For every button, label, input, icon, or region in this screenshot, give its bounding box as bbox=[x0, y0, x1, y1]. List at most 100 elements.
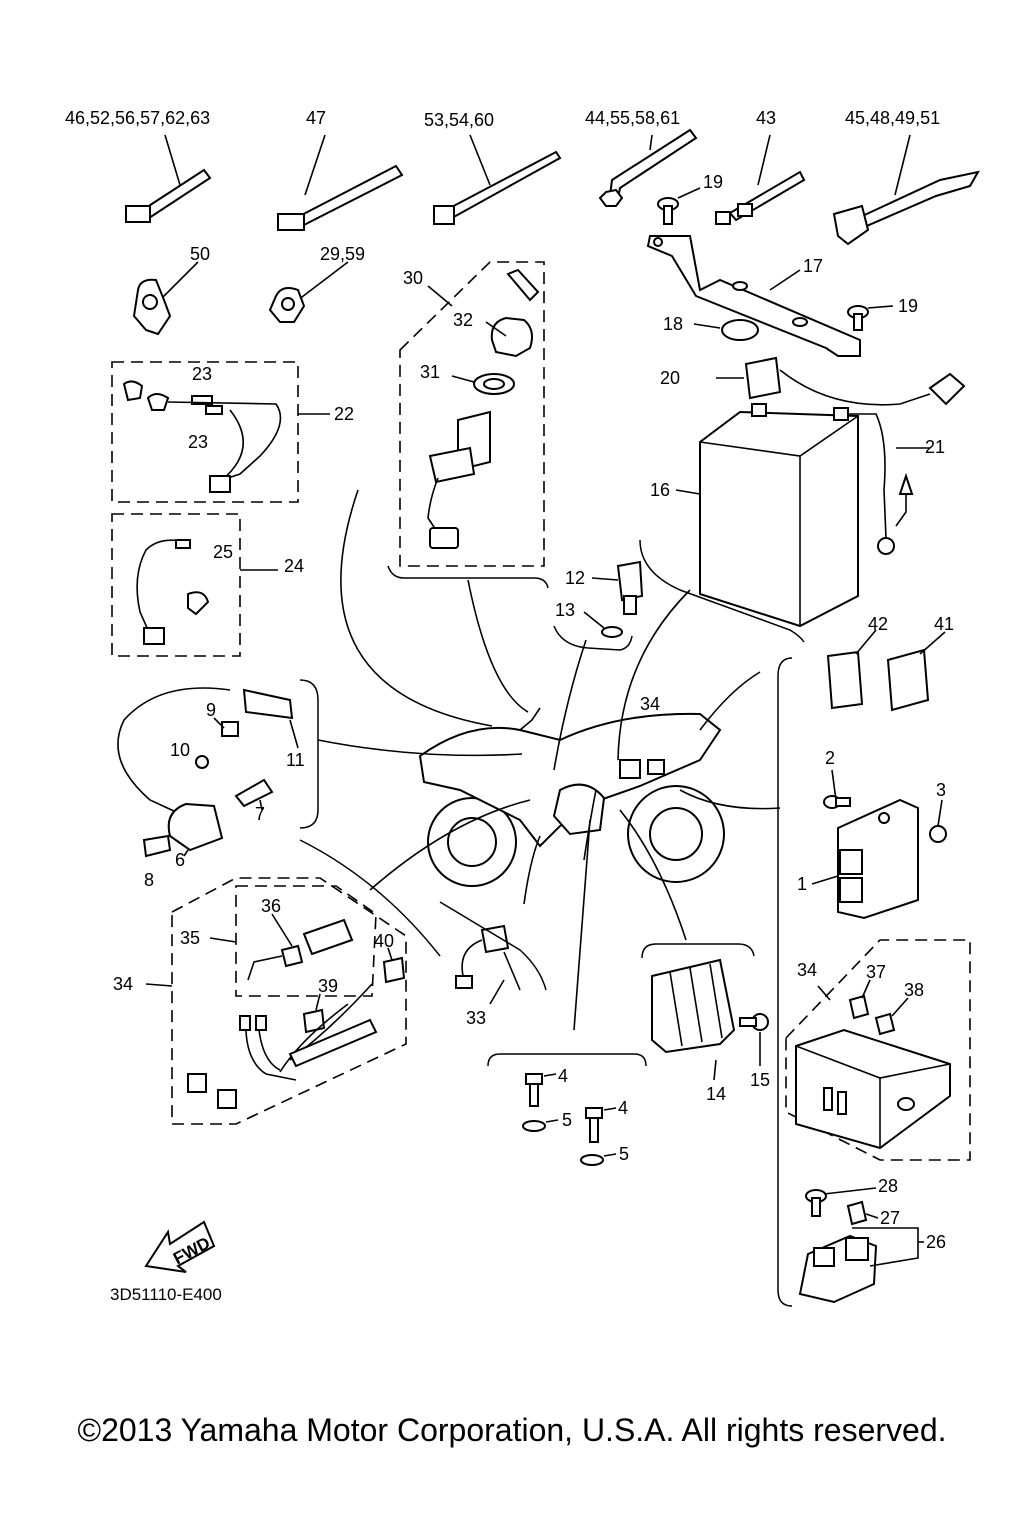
harness-34-wires bbox=[187, 983, 378, 1109]
callout-19b: 19 bbox=[898, 296, 918, 316]
callout-25: 25 bbox=[213, 542, 233, 562]
callout-33: 33 bbox=[466, 1008, 486, 1028]
bolt-15 bbox=[739, 1013, 769, 1066]
callout-30: 30 bbox=[403, 268, 423, 288]
cable-tie-43-group bbox=[715, 134, 806, 225]
starter-relay-26 bbox=[798, 1227, 924, 1304]
clamp-29 bbox=[268, 261, 349, 323]
brace-harness bbox=[299, 839, 441, 957]
callout-45: 45,48,49,51 bbox=[845, 108, 940, 128]
battery-bracket-17 bbox=[646, 235, 861, 357]
washer-10 bbox=[195, 755, 209, 769]
clamp-band-45-group bbox=[832, 134, 980, 246]
main-switch-key bbox=[485, 268, 540, 358]
callout-47: 47 bbox=[306, 108, 326, 128]
callout-46: 46,52,56,57,62,63 bbox=[65, 108, 210, 128]
callout-35: 35 bbox=[180, 928, 200, 948]
callout-9: 9 bbox=[206, 700, 216, 720]
callout-29: 29,59 bbox=[320, 244, 365, 264]
callout-26: 26 bbox=[926, 1232, 946, 1252]
atv-vehicle bbox=[418, 707, 725, 887]
callout-44: 44,55,58,61 bbox=[585, 108, 680, 128]
ignition-coil-6 bbox=[167, 802, 224, 857]
sub-harness-22 bbox=[122, 380, 330, 493]
callout-23a: 23 bbox=[192, 364, 212, 384]
callout-23b: 23 bbox=[188, 432, 208, 452]
positive-cable-20 bbox=[716, 356, 966, 406]
sensor-12 bbox=[591, 560, 644, 615]
diagram-code: 3D51110-E400 bbox=[110, 1285, 222, 1304]
copyright-notice: ©2013 Yamaha Motor Corporation, U.S.A. A… bbox=[77, 1412, 947, 1448]
bolt-19-upper bbox=[657, 187, 701, 225]
callout-11: 11 bbox=[286, 750, 305, 770]
cable-tie-47-group bbox=[277, 134, 404, 231]
callout-36: 36 bbox=[261, 896, 281, 916]
brace-33 bbox=[439, 901, 547, 991]
brace-13 bbox=[553, 625, 633, 651]
callout-22: 22 bbox=[334, 404, 354, 424]
brace-4-5 bbox=[487, 1053, 647, 1067]
relay-42 bbox=[826, 629, 877, 710]
bolt-4-right bbox=[585, 1107, 617, 1143]
bolt-9 bbox=[213, 717, 239, 737]
callout-6: 6 bbox=[175, 850, 185, 870]
bolt-28 bbox=[805, 1187, 877, 1217]
callout-43: 43 bbox=[756, 108, 776, 128]
sub-harness-24-box bbox=[111, 513, 241, 657]
washer-13 bbox=[583, 611, 623, 638]
switch-nut bbox=[451, 373, 515, 395]
brace-14 bbox=[641, 943, 755, 959]
connector-39 bbox=[302, 993, 326, 1034]
callout-16: 16 bbox=[650, 480, 670, 500]
callout-1: 1 bbox=[797, 874, 807, 894]
fuse-38 bbox=[874, 997, 909, 1036]
callout-7: 7 bbox=[255, 804, 265, 824]
callout-31: 31 bbox=[420, 362, 440, 382]
harness-35-box bbox=[235, 885, 377, 997]
damper-18 bbox=[693, 319, 759, 341]
leader-lines bbox=[317, 489, 781, 1031]
cable-tie-53-group bbox=[433, 134, 562, 225]
callout-27: 27 bbox=[880, 1208, 900, 1228]
callout-14: 14 bbox=[706, 1084, 726, 1104]
callout-2: 2 bbox=[825, 748, 835, 768]
washer-5-right bbox=[580, 1154, 604, 1166]
callout-18: 18 bbox=[663, 314, 683, 334]
callout-20: 20 bbox=[660, 368, 680, 388]
callout-21: 21 bbox=[925, 437, 945, 457]
callout-32: 32 bbox=[453, 310, 473, 330]
clamp-50 bbox=[132, 261, 199, 336]
cable-tie-46-group bbox=[125, 134, 212, 223]
bolt-4-left bbox=[525, 1073, 557, 1107]
rectifier-14 bbox=[651, 958, 736, 1081]
callout-10: 10 bbox=[170, 740, 190, 760]
callout-53: 53,54,60 bbox=[424, 110, 494, 130]
washer-5-left bbox=[522, 1120, 546, 1132]
main-switch-dashed-box bbox=[399, 261, 545, 567]
fuse-box-body bbox=[795, 1028, 951, 1150]
fuse-box-34-box bbox=[785, 939, 971, 1161]
callout-8: 8 bbox=[144, 870, 154, 890]
callout-37: 37 bbox=[866, 962, 886, 982]
callout-3: 3 bbox=[936, 780, 946, 800]
connector-36 bbox=[247, 913, 354, 981]
right-group-brace bbox=[777, 657, 793, 1307]
plug-cap-11 bbox=[242, 688, 299, 749]
callout-40: 40 bbox=[374, 931, 394, 951]
callout-5b: 5 bbox=[619, 1144, 629, 1164]
callout-19a: 19 bbox=[703, 172, 723, 192]
relay-41 bbox=[886, 631, 946, 712]
fwd-arrow-icon: FWD bbox=[144, 1220, 216, 1273]
callout-24: 24 bbox=[284, 556, 304, 576]
callout-4a: 4 bbox=[558, 1066, 568, 1086]
nut-3 bbox=[929, 799, 947, 843]
coil-lead bbox=[117, 687, 231, 813]
callout-13: 13 bbox=[555, 600, 575, 620]
callout-12: 12 bbox=[565, 568, 585, 588]
bolt-7 bbox=[234, 778, 274, 811]
fuse-37 bbox=[848, 979, 871, 1020]
sub-harness-24 bbox=[136, 539, 278, 645]
callout-38: 38 bbox=[904, 980, 924, 1000]
callout-34b: 34 bbox=[113, 974, 133, 994]
sub-harness-22-box bbox=[111, 361, 299, 503]
